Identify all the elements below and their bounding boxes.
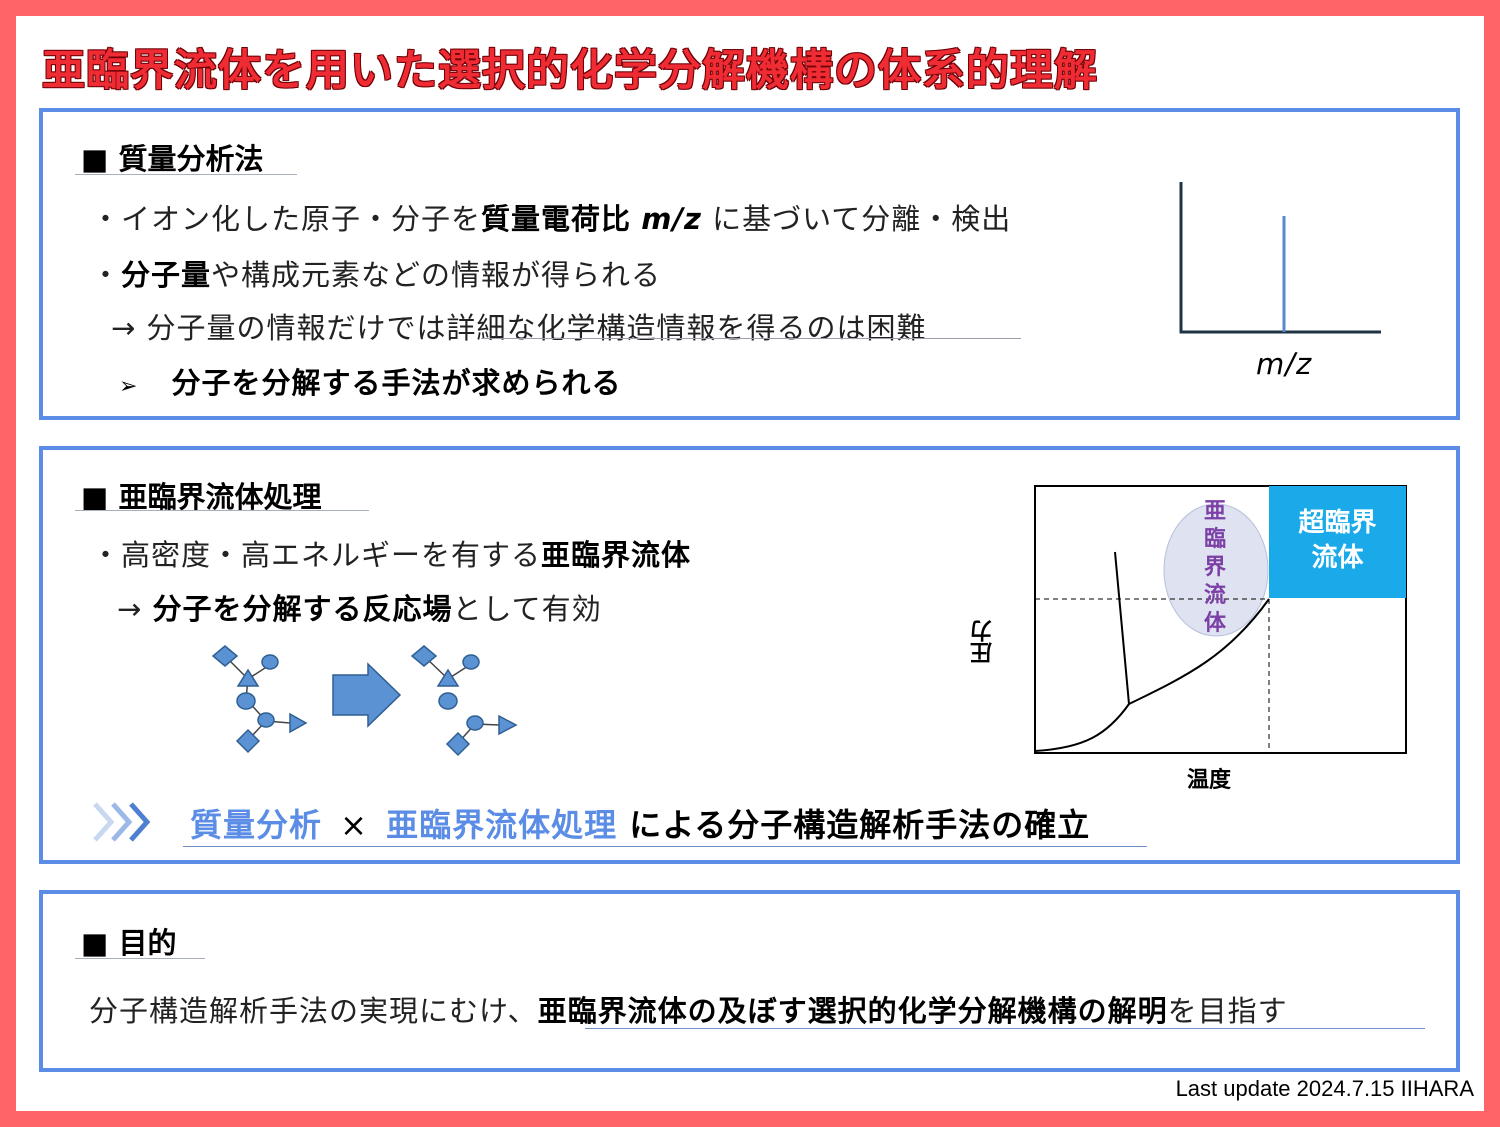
goal-heading: ■ 目的 — [81, 926, 177, 960]
text-run: 分子構造解析手法の実現にむけ、 — [89, 994, 538, 1028]
subcritical-line-1: ・高密度・高エネルギーを有する亜臨界流体 — [91, 532, 691, 574]
vaporization-curve — [1128, 598, 1270, 705]
arrow-bullet-icon: ➢ — [119, 374, 139, 399]
subcritical-panel: ■ 亜臨界流体処理 ・高密度・高エネルギーを有する亜臨界流体 → 分子を分解する… — [39, 446, 1460, 864]
bold-term: 分子量 — [121, 258, 212, 292]
sublimation-curve — [1034, 703, 1130, 752]
text-underline — [481, 338, 1021, 339]
plot-frame — [1034, 485, 1407, 754]
mass-spec-panel: ■ 質量分析法 ・イオン化した原子・分子を質量電荷比 m/z に基づいて分離・検… — [39, 108, 1460, 420]
heading-underline — [75, 510, 369, 511]
supercritical-region-label: 超臨界 流体 — [1269, 506, 1406, 576]
text-run: ・高密度・高エネルギーを有する — [91, 538, 542, 572]
mass-spectrum-chart — [1179, 182, 1381, 334]
x-axis-label: 温度 — [1187, 768, 1232, 793]
fragmented-molecule — [410, 645, 518, 757]
text-run: による分子構造解析手法の確立 — [629, 806, 1091, 844]
text-run: ・イオン化した原子・分子を — [91, 202, 482, 236]
label-char: 体 — [1203, 611, 1226, 636]
text-run: → — [117, 592, 153, 626]
text-run: として有効 — [452, 592, 602, 626]
label-char: 界 — [1203, 555, 1226, 580]
text-run: を目指す — [1167, 994, 1288, 1028]
text-run: や構成元素などの情報が得られる — [211, 258, 662, 292]
heading-underline — [75, 174, 297, 175]
spectrum-axis-label: m/z — [1256, 347, 1313, 381]
mass-spec-line-1: ・イオン化した原子・分子を質量電荷比 m/z に基づいて分離・検出 — [91, 196, 1011, 238]
y-axis-label: 圧力 — [971, 620, 996, 664]
last-update-footer: Last update 2024.7.15 IIHARA — [1175, 1076, 1474, 1101]
intact-molecule — [211, 645, 308, 754]
mass-spec-heading: ■ 質量分析法 — [81, 142, 264, 176]
text-run: に基づいて分離・検出 — [712, 202, 1012, 236]
highlight-term: 質量分析 — [190, 806, 323, 844]
highlight-term: 亜臨界流体処理 — [386, 806, 618, 844]
mass-spec-line-4: ➢ 分子を分解する手法が求められる — [119, 360, 622, 402]
melting-curve — [1114, 551, 1130, 705]
label-char: 臨 — [1203, 527, 1226, 552]
subcritical-region — [1163, 503, 1269, 637]
text-run: → 分子量の情報だけでは — [111, 311, 447, 345]
times-symbol: × — [340, 806, 368, 844]
subcritical-heading: ■ 亜臨界流体処理 — [81, 480, 322, 514]
label-line: 超臨界 — [1298, 508, 1377, 538]
conclusion-line: 質量分析 × 亜臨界流体処理 による分子構造解析手法の確立 — [190, 800, 1090, 846]
bold-term: 質量電荷比 — [481, 202, 632, 236]
bold-term: 分子を分解する手法が求められる — [171, 366, 622, 400]
mass-spec-line-2: ・分子量や構成元素などの情報が得られる — [91, 252, 661, 294]
slide-title: 亜臨界流体を用いた選択的化学分解機構の体系的理解 — [42, 46, 1098, 96]
subcritical-line-2: → 分子を分解する反応場として有効 — [117, 586, 602, 628]
label-char: 亜 — [1203, 499, 1226, 524]
goal-underline — [585, 1028, 1425, 1029]
chevrons-icon — [93, 802, 151, 842]
phase-diagram — [1034, 485, 1407, 754]
supercritical-region — [1269, 486, 1406, 598]
heading-underline — [75, 958, 205, 959]
bold-term: 亜臨界流体の及ぼす選択的化学分解機構の解明 — [537, 994, 1168, 1028]
goal-line: 分子構造解析手法の実現にむけ、亜臨界流体の及ぼす選択的化学分解機構の解明を目指す — [89, 988, 1288, 1030]
label-char: 流 — [1203, 583, 1226, 608]
goal-panel: ■ 目的 分子構造解析手法の実現にむけ、亜臨界流体の及ぼす選択的化学分解機構の解… — [39, 890, 1460, 1072]
underlined-text: 詳細な化学構造情報を得るのは困難 — [446, 311, 927, 345]
arrow-right-icon — [332, 662, 402, 728]
text-run: ・ — [91, 258, 122, 292]
mass-spec-line-3: → 分子量の情報だけでは詳細な化学構造情報を得るのは困難 — [111, 305, 927, 347]
bold-term: 亜臨界流体 — [541, 538, 692, 572]
label-line: 流体 — [1311, 543, 1364, 573]
subcritical-region-label: 亜 臨 界 流 体 — [1202, 498, 1228, 638]
molecule-decomposition-illustration — [211, 645, 518, 757]
bold-term: 分子を分解する反応場 — [152, 592, 453, 626]
spectrum-axes — [1179, 182, 1381, 334]
mz-term: m/z — [641, 202, 702, 236]
conclusion-underline — [183, 846, 1147, 847]
